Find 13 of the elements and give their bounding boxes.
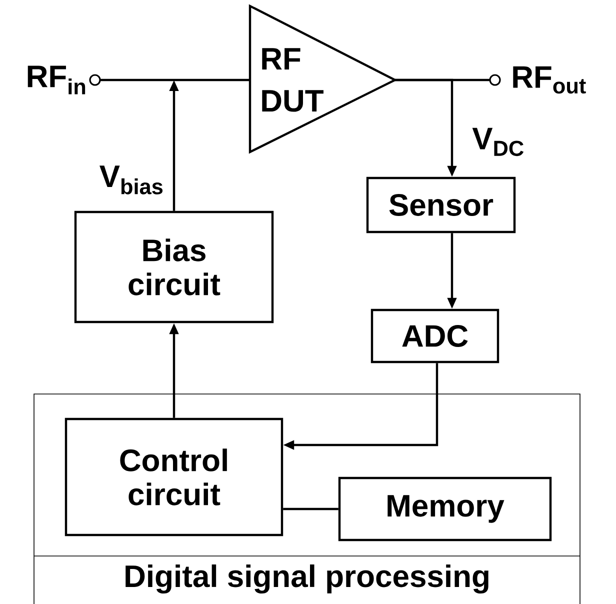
node-label: RF$_{out}$	[513, 66, 586, 94]
edge-label: V$_{bias}$	[100, 166, 163, 194]
adc-box: ADC	[370, 308, 500, 364]
output-terminal: RF$_{out}$	[489, 66, 586, 94]
node-label: RF$_{in}$	[28, 66, 86, 94]
edge-label: V$_{DC}$	[472, 128, 524, 156]
bias-box: Bias circuit	[74, 210, 274, 324]
control-box: Control circuit	[64, 418, 284, 536]
sensor-box: Sensor	[366, 176, 516, 234]
memory-box: Memory	[338, 476, 552, 542]
connector	[100, 78, 250, 82]
connector	[283, 508, 338, 510]
input-terminal: RF$_{in}$	[28, 66, 101, 94]
